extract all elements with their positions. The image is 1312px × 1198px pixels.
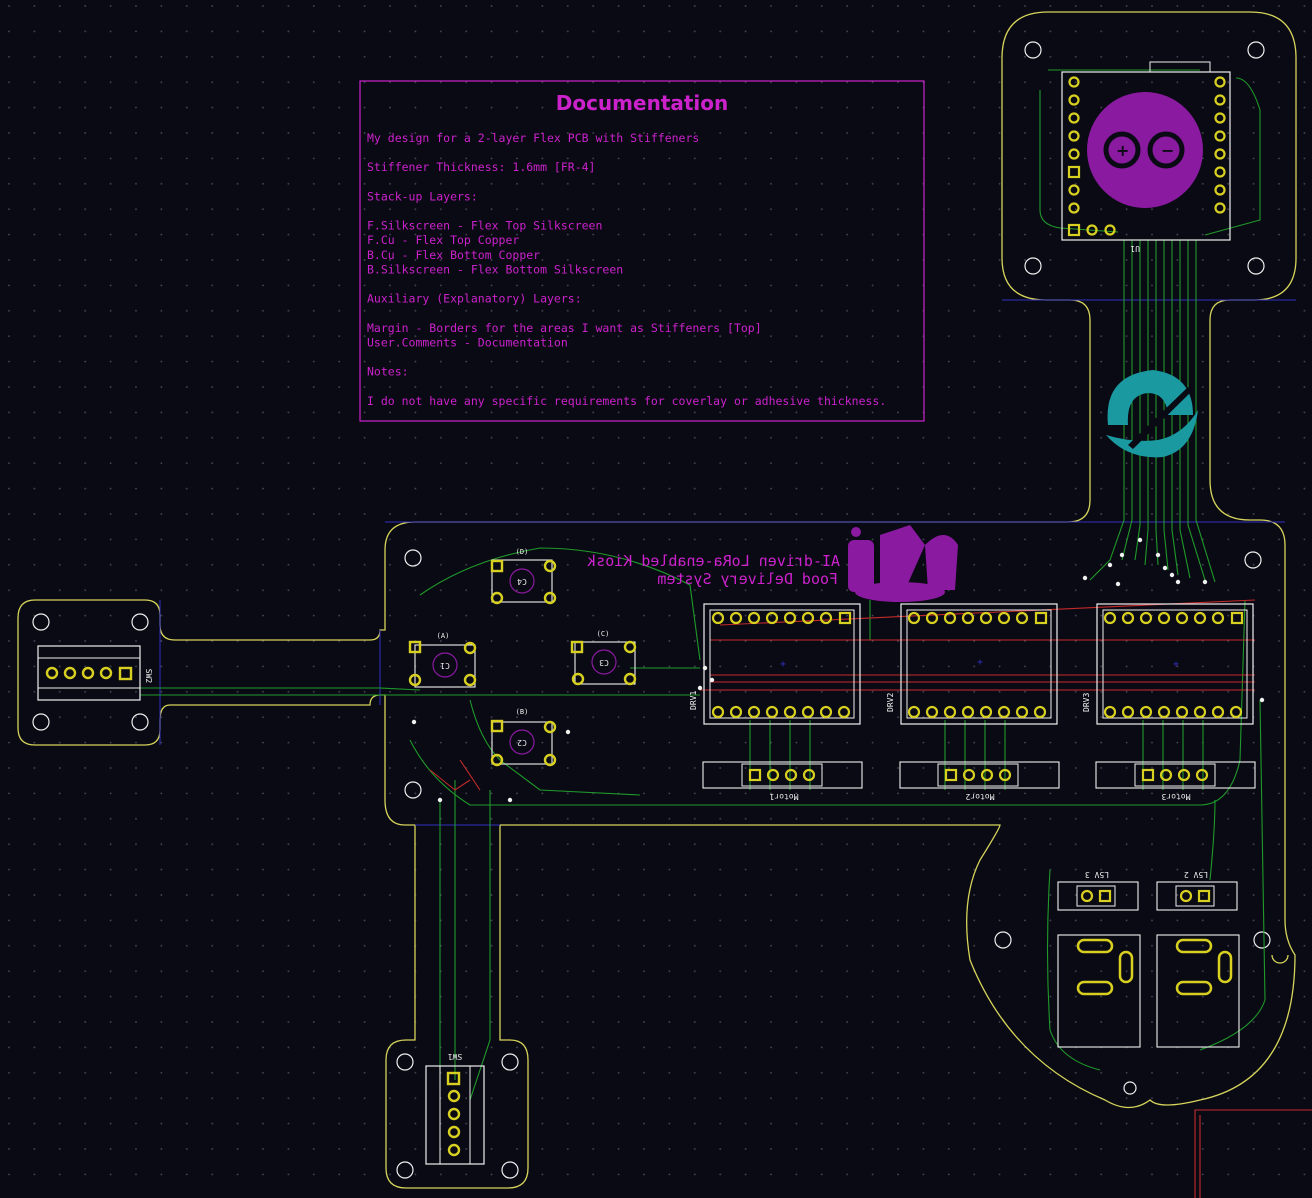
- key-d-label: (D): [516, 548, 529, 556]
- svg-text:−: −: [1161, 141, 1174, 160]
- documentation-line: Notes:: [367, 365, 409, 379]
- motor2-connector[interactable]: Motor2: [899, 761, 1060, 801]
- food-icon: [848, 525, 958, 602]
- documentation-line: B.Cu - Flex Bottom Copper: [367, 248, 540, 262]
- motor3-ref: Motor3: [1161, 792, 1190, 801]
- board-title-line2: Food Delivery System: [657, 570, 838, 588]
- l5v2-ref: L5V 2: [1184, 870, 1208, 879]
- c4-ref: C4: [517, 577, 527, 586]
- l5v3-ref: L5V 3: [1085, 870, 1109, 879]
- motor1-ref: Motor1: [769, 792, 798, 801]
- svg-text:+: +: [780, 659, 786, 670]
- documentation-line: User.Comments - Documentation: [367, 335, 568, 349]
- sw2-ref: SW2: [144, 669, 153, 684]
- key-c2[interactable]: C2 (B): [490, 708, 557, 767]
- barrel-jack-right[interactable]: [1156, 934, 1240, 1048]
- key-c1[interactable]: C1 (A): [408, 632, 477, 688]
- drv1-ref: DRV1: [689, 691, 698, 710]
- drv2-ref: DRV2: [886, 693, 895, 712]
- key-a-label: (A): [437, 632, 450, 640]
- c3-ref: C3: [599, 658, 609, 667]
- key-c3[interactable]: C3 (C): [570, 630, 637, 686]
- documentation-line: B.Silkscreen - Flex Bottom Silkscreen: [367, 262, 623, 276]
- barrel-jack-left[interactable]: [1057, 934, 1141, 1048]
- sw2-connector[interactable]: SW2: [37, 645, 153, 701]
- svg-text:+: +: [1116, 141, 1129, 160]
- documentation-line: I do not have any specific requirements …: [367, 394, 886, 408]
- driver-drv2[interactable]: + DRV2: [886, 603, 1058, 725]
- l5v2-header[interactable]: L5V 2: [1156, 870, 1238, 911]
- documentation-line: My design for a 2-layer Flex PCB with St…: [367, 131, 699, 145]
- documentation-line: F.Silkscreen - Flex Top Silkscreen: [367, 219, 602, 233]
- infinity-icon: [1103, 131, 1185, 169]
- key-c4[interactable]: C4 (D): [490, 548, 557, 605]
- documentation-line: Stiffener Thickness: 1.6mm [FR-4]: [367, 160, 595, 174]
- arduino-logo-icon: [1087, 92, 1203, 208]
- svg-text:+: +: [977, 657, 983, 668]
- driver-drv3[interactable]: + DRV3: [1082, 603, 1254, 725]
- key-c-label: (C): [597, 630, 610, 638]
- board-title: AI-driven LoRa-enabled Kiosk Food Delive…: [587, 552, 840, 588]
- documentation-line: Stack-up Layers:: [367, 189, 478, 203]
- arduino-module[interactable]: + − U1: [1061, 61, 1231, 253]
- driver-drv1[interactable]: + DRV1: [689, 603, 861, 725]
- sw1-connector[interactable]: SW1: [425, 1052, 485, 1165]
- margin-layer: [159, 299, 1296, 826]
- documentation-line: Auxiliary (Explanatory) Layers:: [367, 292, 582, 306]
- l5v3-header[interactable]: L5V 3: [1057, 870, 1139, 911]
- mounting-holes: [32, 41, 1271, 1179]
- traces-back: [140, 69, 1266, 1101]
- sw1-ref: SW1: [448, 1052, 463, 1061]
- company-logo-icon: [1106, 370, 1198, 458]
- key-b-label: (B): [516, 708, 529, 716]
- c2-ref: C2: [517, 738, 527, 747]
- documentation-line: Margin - Borders for the areas I want as…: [367, 321, 762, 335]
- motor3-connector[interactable]: Motor3: [1095, 761, 1256, 801]
- vias: [411, 537, 1265, 803]
- documentation-title: Documentation: [556, 91, 729, 115]
- c1-ref: C1: [440, 661, 450, 670]
- board-title-line1: AI-driven LoRa-enabled Kiosk: [587, 552, 840, 570]
- motor1-connector[interactable]: Motor1: [702, 761, 863, 801]
- motor2-ref: Motor2: [965, 792, 994, 801]
- drv3-ref: DRV3: [1082, 693, 1091, 712]
- u1-ref: U1: [1130, 244, 1140, 253]
- svg-text:+: +: [1173, 659, 1179, 670]
- documentation-box: Documentation My design for a 2-layer Fl…: [359, 80, 925, 422]
- documentation-line: F.Cu - Flex Top Copper: [367, 233, 519, 247]
